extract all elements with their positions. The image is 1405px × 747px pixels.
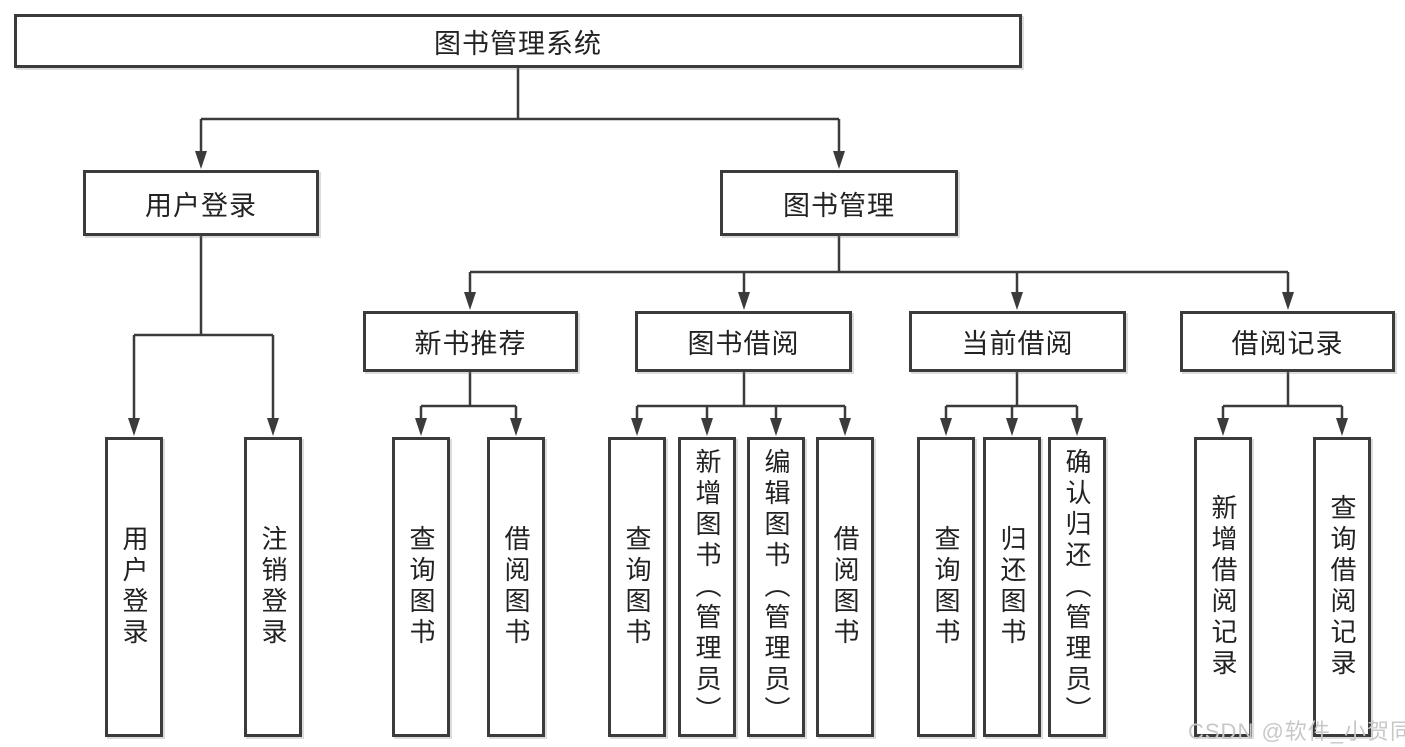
node-leaf-add-book-admin: 新增图书（管理员） <box>678 437 736 737</box>
node-leaf-confirm-return-admin: 确认归还（管理员） <box>1048 437 1106 737</box>
arrowheads <box>128 151 1348 436</box>
node-leaf-borrow-book-recommend: 借阅图书 <box>487 437 545 737</box>
node-new-book-recommend: 新书推荐 <box>363 311 578 372</box>
node-leaf-return-book: 归还图书 <box>983 437 1041 737</box>
node-user-login: 用户登录 <box>83 170 319 236</box>
node-leaf-borrow-book: 借阅图书 <box>816 437 874 737</box>
connector-lines <box>132 68 1344 419</box>
node-leaf-query-book-current: 查询图书 <box>917 437 975 737</box>
node-book-management: 图书管理 <box>720 170 958 236</box>
node-leaf-logout: 注销登录 <box>244 437 302 737</box>
node-borrow-record: 借阅记录 <box>1180 311 1395 372</box>
node-root-system: 图书管理系统 <box>14 14 1022 68</box>
node-leaf-query-borrow-record: 查询借阅记录 <box>1313 437 1371 737</box>
csdn-watermark: CSDN @软件_小贺同学 <box>1188 719 1405 744</box>
node-leaf-query-book-borrow: 查询图书 <box>608 437 666 737</box>
node-leaf-user-login: 用户登录 <box>105 437 163 737</box>
node-leaf-add-borrow-record: 新增借阅记录 <box>1194 437 1252 737</box>
node-book-borrow: 图书借阅 <box>635 311 852 372</box>
node-current-borrow: 当前借阅 <box>909 311 1126 372</box>
node-leaf-edit-book-admin: 编辑图书（管理员） <box>747 437 805 737</box>
node-leaf-query-book-recommend: 查询图书 <box>392 437 450 737</box>
